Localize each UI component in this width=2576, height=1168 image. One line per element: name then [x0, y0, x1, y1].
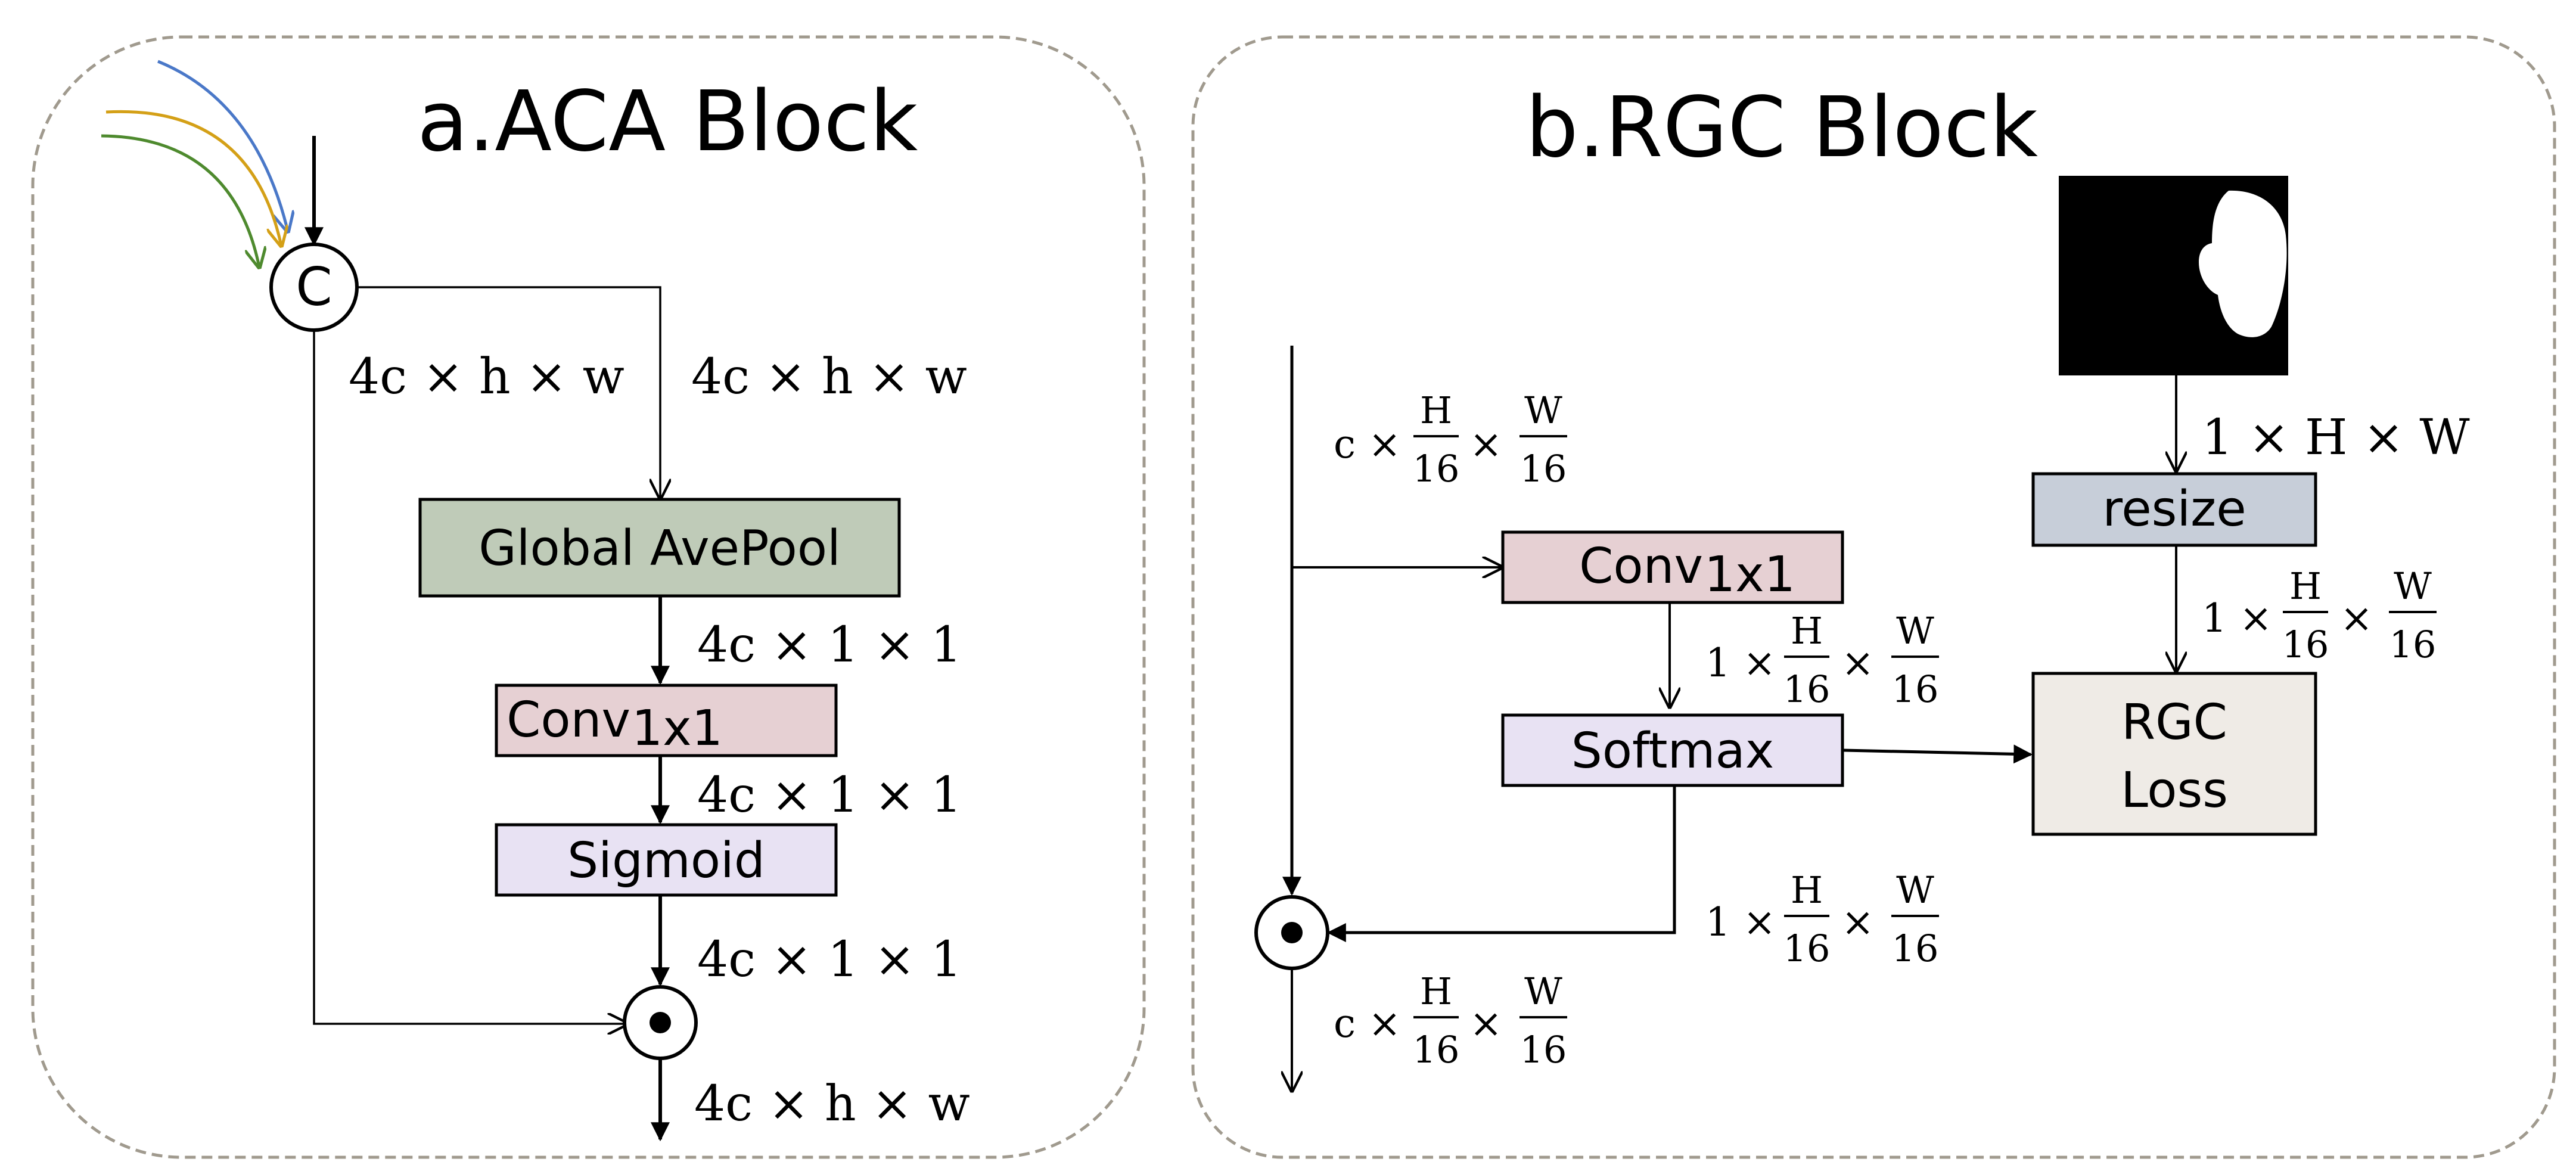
resize-label: resize [2102, 481, 2246, 538]
sigmoid-box [495, 823, 838, 897]
svg-text:16: 16 [2282, 623, 2329, 666]
svg-text:c ×: c × [1334, 1001, 1401, 1046]
panel-b: b.RGC Block c × H 16 × W 16 Conv 1x1 1 ×… [1191, 35, 2556, 1159]
softmax-box [1501, 713, 1844, 787]
panel-a-border [31, 35, 1146, 1159]
svg-text:W: W [2394, 564, 2432, 608]
softmax-label: Softmax [1571, 723, 1774, 779]
svg-text:×: × [1469, 421, 1502, 467]
svg-text:16: 16 [1520, 447, 1567, 490]
svg-text:16: 16 [1783, 667, 1831, 711]
svg-text:W: W [1524, 389, 1562, 432]
conv-out-dim-b: 1 × H 16 × W 16 [1705, 609, 1939, 711]
conv-label-a: Conv [507, 692, 630, 748]
svg-text:×: × [1841, 640, 1874, 686]
conv-sub-b: 1x1 [1704, 546, 1795, 603]
rgc-loss-label-1: RGC [2121, 694, 2227, 751]
svg-text:16: 16 [2389, 623, 2437, 666]
svg-text:H: H [2289, 564, 2322, 608]
resize-out-dim: 1 × H 16 × W 16 [2202, 564, 2437, 666]
input-arrow-blue [157, 60, 288, 231]
svg-text:16: 16 [1520, 1028, 1567, 1071]
svg-text:W: W [1896, 609, 1934, 653]
svg-text:1 ×: 1 × [1705, 899, 1776, 945]
mask-image [2059, 176, 2288, 375]
svg-text:×: × [1469, 1001, 1502, 1046]
conv-box-b [1501, 530, 1844, 604]
arrow-softmax-to-mult [1326, 787, 1676, 942]
svg-text:×: × [2340, 595, 2373, 641]
svg-text:c ×: c × [1334, 421, 1401, 467]
skip-branch [313, 330, 627, 1024]
sigmoid-out-dim: 4c × 1 × 1 [697, 931, 962, 988]
input-arrow-gold [105, 110, 281, 246]
global-avepool-box [418, 498, 901, 598]
svg-text:1 ×: 1 × [2202, 595, 2272, 641]
panel-a: a.ACA Block C 4c × h × w 4c × h × w Glob… [31, 35, 1146, 1159]
svg-text:W: W [1524, 970, 1562, 1013]
pool-out-dim: 4c × 1 × 1 [697, 617, 962, 673]
global-avepool-label: Global AvePool [478, 520, 841, 577]
branch-to-pool [357, 286, 660, 498]
conv-out-dim-a: 4c × 1 × 1 [697, 767, 962, 824]
panel-b-border [1191, 35, 2556, 1159]
conv-box-a [495, 684, 838, 757]
conv-label-b: Conv [1579, 538, 1703, 595]
concat-symbol: C [296, 256, 332, 318]
left-dim-label: 4c × h × w [349, 349, 624, 405]
resize-box [2031, 472, 2317, 547]
conv-sub-a: 1x1 [632, 700, 723, 757]
svg-text:H: H [1791, 609, 1823, 653]
multiply-dot-b [1281, 922, 1303, 943]
svg-text:H: H [1791, 868, 1823, 912]
svg-text:16: 16 [1413, 447, 1460, 490]
sigmoid-label: Sigmoid [567, 832, 765, 889]
svg-text:W: W [1896, 868, 1934, 912]
softmax-out-dim: 1 × H 16 × W 16 [1705, 868, 1939, 970]
rgc-loss-box [2031, 672, 2317, 836]
svg-text:×: × [1841, 899, 1874, 945]
input-arrow-green [101, 134, 259, 267]
panel-a-title: a.ACA Block [417, 73, 918, 170]
svg-text:16: 16 [1892, 927, 1939, 970]
rgc-loss-label-2: Loss [2121, 762, 2228, 819]
svg-text:1 ×: 1 × [1705, 640, 1776, 686]
panel-b-title: b.RGC Block [1525, 79, 2038, 176]
svg-text:H: H [1420, 389, 1452, 432]
mask-dim-label: 1 × H × W [2202, 409, 2470, 466]
multiply-dot-a [650, 1012, 671, 1033]
svg-text:H: H [1420, 970, 1452, 1013]
svg-text:16: 16 [1892, 667, 1939, 711]
output-dim-b: c × H 16 × W 16 [1334, 970, 1567, 1071]
input-dim-label: c × H 16 × W 16 [1334, 389, 1567, 490]
arrow-softmax-to-loss [1843, 744, 2033, 764]
right-dim-label: 4c × h × w [691, 349, 967, 405]
svg-text:16: 16 [1413, 1028, 1460, 1071]
svg-text:16: 16 [1783, 927, 1831, 970]
output-dim-a: 4c × h × w [694, 1076, 970, 1132]
